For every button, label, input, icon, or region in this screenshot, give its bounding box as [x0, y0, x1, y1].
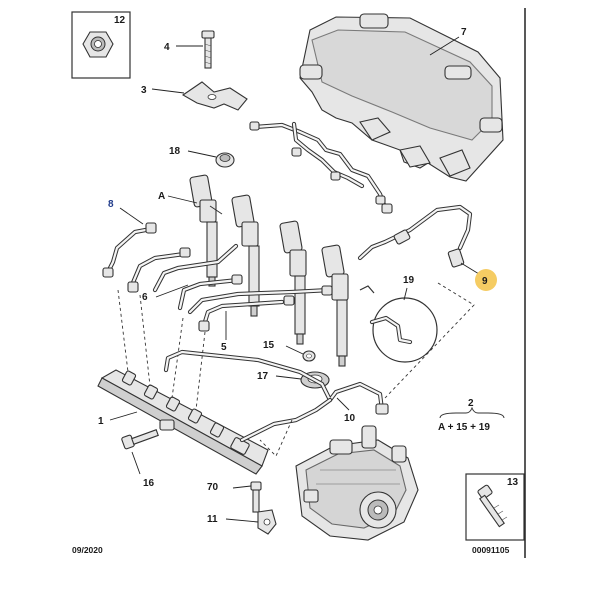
highlight-9-marker: [475, 269, 497, 291]
injector-1: [189, 174, 223, 287]
part-12-nut: [71, 11, 131, 79]
label-7: 7: [461, 27, 467, 38]
leader-10: [336, 397, 350, 411]
part-15-washer: [302, 350, 316, 362]
part-6-hp-pipes: [127, 243, 243, 311]
label-2-formula: A + 15 + 19: [438, 422, 490, 433]
part-1-fuel-rail: [97, 369, 269, 475]
leader-A: [167, 195, 198, 204]
part-18-seal: [215, 152, 235, 168]
label-9: 9: [482, 276, 488, 287]
leader-9: [460, 262, 480, 275]
leader-11: [225, 518, 259, 523]
leader-16: [131, 451, 141, 475]
label-15: 15: [263, 340, 275, 351]
label-19: 19: [403, 275, 415, 286]
dashed-guide-rail-2: [139, 294, 151, 387]
leader-6a: [155, 284, 189, 298]
label-16: 16: [143, 478, 155, 489]
part-13-screw: [465, 473, 525, 541]
injector-3: [279, 220, 307, 345]
footer-ref: 00091105: [472, 545, 510, 555]
part-70-bolt: [250, 481, 262, 513]
label-12: 12: [114, 15, 126, 26]
dashed-guide-pump: [259, 419, 293, 457]
injector-4: [321, 244, 349, 367]
part-11-bracket: [257, 509, 277, 535]
label-2: 2: [468, 398, 474, 409]
leader-1: [109, 411, 138, 421]
label-10: 10: [344, 413, 356, 424]
dashed-guide-rail-3: [171, 317, 184, 399]
dashed-guide-9: [384, 282, 475, 399]
leader-70: [232, 485, 252, 489]
label-4: 4: [164, 42, 170, 53]
leader-7: [429, 36, 460, 56]
part-16-bolt: [121, 429, 159, 450]
label-3: 3: [141, 85, 147, 96]
label-5: 5: [221, 342, 227, 353]
label-A: A: [158, 191, 165, 202]
leader-19: [403, 287, 408, 301]
leader-8: [119, 207, 144, 225]
return-line-hoses: [249, 121, 393, 214]
leader-15: [285, 345, 304, 355]
leader-3: [151, 88, 185, 94]
part-8-return-hose: [102, 222, 157, 278]
part-4-bolt: [201, 30, 215, 69]
part-7-engine-cover: [299, 13, 504, 182]
part-10-hp-pipe: [163, 349, 389, 443]
label-13: 13: [507, 477, 519, 488]
dashed-guide-rail-1: [117, 289, 129, 373]
label-18: 18: [169, 146, 181, 157]
label-70: 70: [207, 482, 219, 493]
leader-17: [275, 375, 302, 380]
hp-pump: [295, 425, 419, 541]
part-9-sensor-line: [357, 204, 473, 268]
label-6: 6: [142, 292, 148, 303]
footer-date: 09/2020: [72, 545, 103, 555]
part-5-hp-pipe: [187, 285, 333, 332]
injector-2: [231, 194, 260, 317]
part-3-clamp: [181, 81, 248, 111]
dashed-guide-rail-4: [195, 331, 206, 411]
leader-18: [187, 150, 217, 158]
label-17: 17: [257, 371, 269, 382]
label-1: 1: [98, 416, 104, 427]
brace-2: [439, 406, 505, 419]
label-11: 11: [207, 514, 218, 525]
part-19-clip: [359, 285, 438, 363]
label-8: 8: [108, 199, 114, 210]
